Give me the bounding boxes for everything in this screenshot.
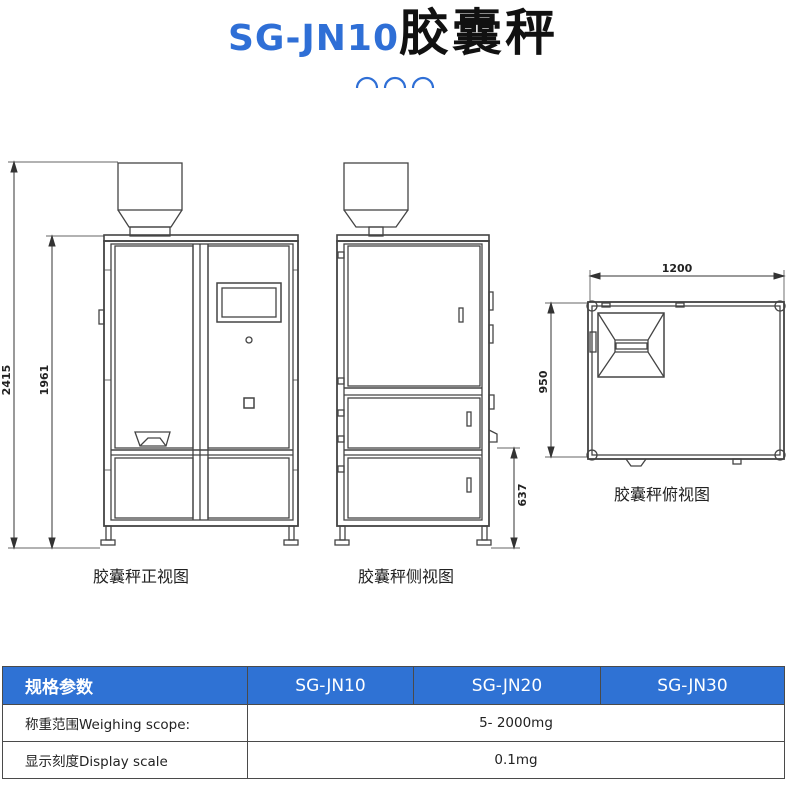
spec-table: 规格参数 SG-JN10 SG-JN20 SG-JN30 称重范围Weighin… <box>2 666 785 779</box>
dim-lower-height: 637 <box>516 484 529 507</box>
spec-value-weighing-scope: 5- 2000mg <box>247 704 785 742</box>
title-model: SG-JN10 <box>227 18 400 59</box>
spec-header-model-1: SG-JN10 <box>247 666 414 705</box>
technical-drawing: 2415 1961 637 <box>0 160 786 550</box>
top-view-drawing <box>586 300 786 467</box>
front-view-dimensions <box>8 160 118 550</box>
spec-label-display-scale: 显示刻度Display scale <box>2 741 248 779</box>
dim-width: 1200 <box>662 262 693 275</box>
front-view-caption: 胶囊秤正视图 <box>93 567 190 586</box>
front-view-drawing <box>98 162 299 546</box>
table-row: 称重范围Weighing scope: 5- 2000mg <box>2 704 785 742</box>
spec-header-model-2: SG-JN20 <box>413 666 601 705</box>
side-view-dimensions <box>491 446 520 550</box>
title-product: 胶囊秤 <box>399 4 559 62</box>
dim-depth: 950 <box>537 370 550 393</box>
dim-total-height: 2415 <box>0 365 13 396</box>
table-row: 显示刻度Display scale 0.1mg <box>2 741 785 779</box>
top-view-caption: 胶囊秤俯视图 <box>614 485 711 504</box>
header: SG-JN10胶囊秤 <box>0 0 786 89</box>
side-view-caption: 胶囊秤侧视图 <box>358 567 455 586</box>
spec-header-param: 规格参数 <box>2 666 248 705</box>
top-view-dimensions <box>545 270 786 459</box>
page-title: SG-JN10胶囊秤 <box>0 2 786 76</box>
spec-label-weighing-scope: 称重范围Weighing scope: <box>2 704 248 742</box>
spec-value-display-scale: 0.1mg <box>247 741 785 779</box>
arch-decoration-icon <box>355 76 435 89</box>
dim-body-height: 1961 <box>38 365 51 396</box>
side-view-drawing <box>334 162 498 546</box>
spec-header-model-3: SG-JN30 <box>600 666 785 705</box>
spec-header-row: 规格参数 SG-JN10 SG-JN20 SG-JN30 <box>2 666 785 705</box>
